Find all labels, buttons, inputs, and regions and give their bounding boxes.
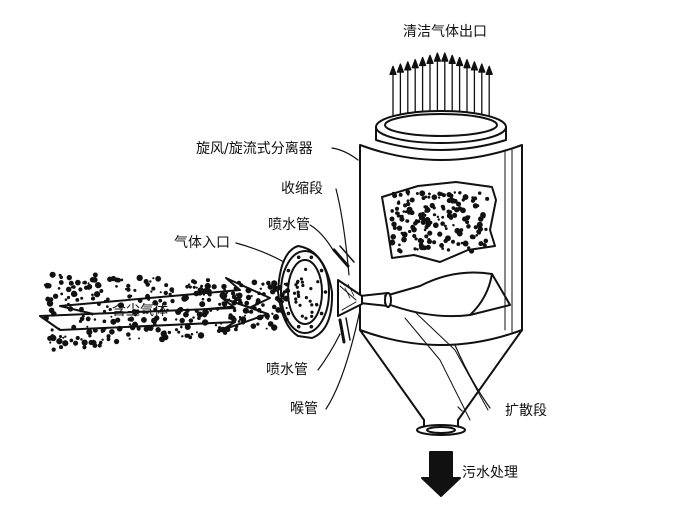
dusty-gas-label: 含尘气体 <box>112 303 168 319</box>
spray-pipes <box>332 245 355 344</box>
spray-pipe-top-label: 喷水管 <box>268 217 310 233</box>
contraction-section-label: 收缩段 <box>281 181 323 197</box>
clean-gas-outlet-label: 清洁气体出口 <box>403 24 487 40</box>
inlet-flange <box>277 245 334 339</box>
separator-label: 旋风/旋流式分离器 <box>196 141 313 157</box>
diffuser-section-label: 扩散段 <box>505 403 547 419</box>
cutaway-window <box>381 181 497 263</box>
wastewater-arrow <box>421 451 461 497</box>
clean-gas-arrows <box>389 52 493 123</box>
gas-inlet-label: 气体入口 <box>174 235 230 251</box>
wastewater-treatment-label: 污水处理 <box>462 465 518 481</box>
spray-pipe-bottom-label: 喷水管 <box>266 362 308 378</box>
throat-label: 喉管 <box>290 401 318 417</box>
top-flange <box>375 110 507 151</box>
diffuser <box>384 271 511 421</box>
throat <box>359 292 392 308</box>
contraction-cone <box>337 279 363 317</box>
leader-lines <box>235 147 491 412</box>
